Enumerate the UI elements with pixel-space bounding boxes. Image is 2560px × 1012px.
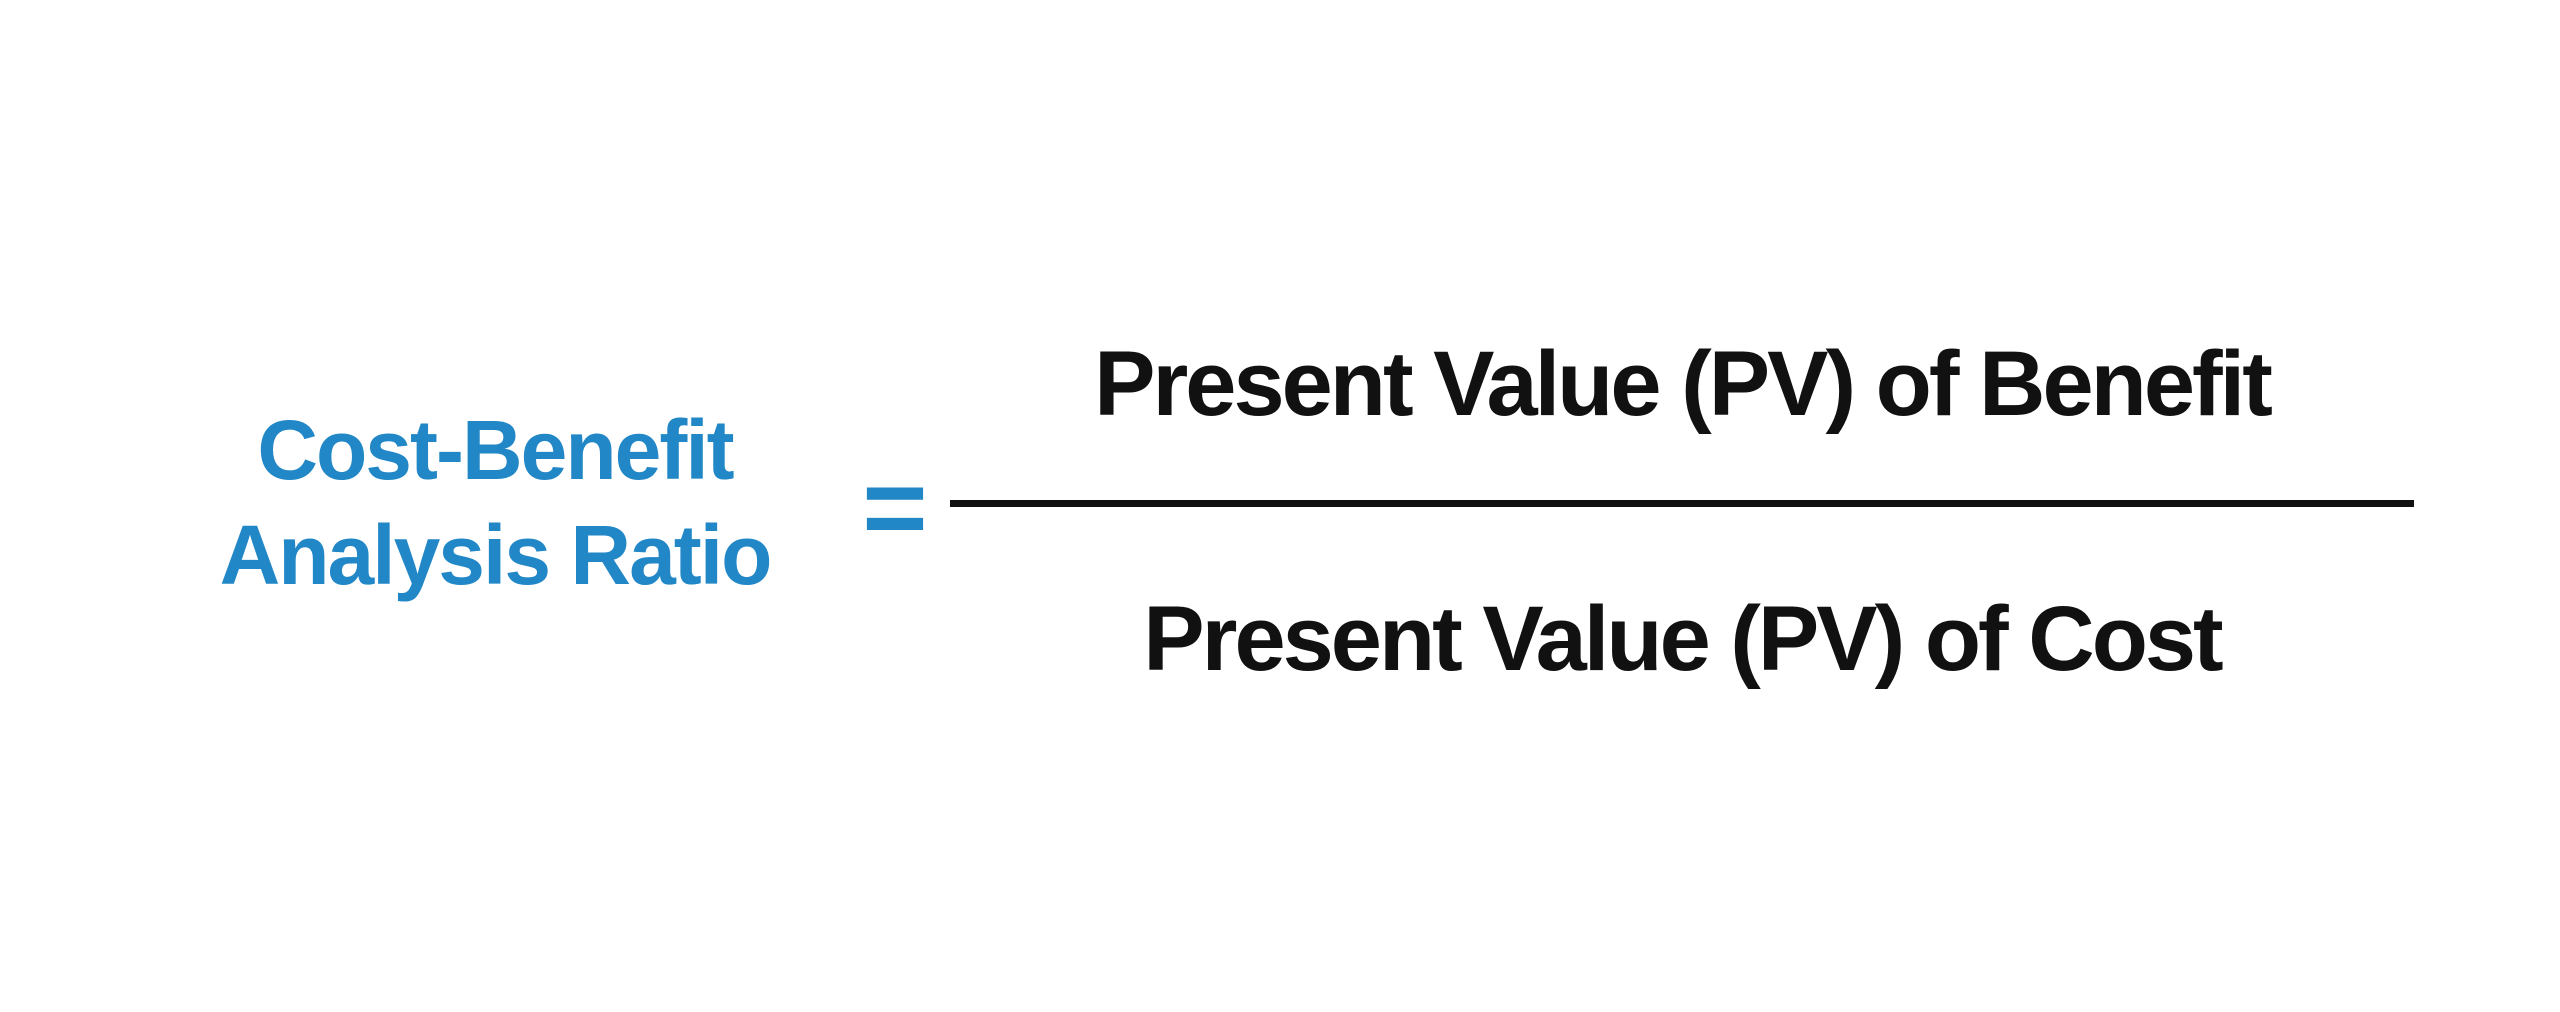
formula-title: Cost-Benefit Analysis Ratio (100, 398, 890, 608)
fraction-denominator: Present Value (PV) of Cost (1143, 588, 2223, 690)
fraction-numerator: Present Value (PV) of Benefit (1094, 333, 2273, 435)
fraction: Present Value (PV) of Benefit Present Va… (950, 338, 2414, 685)
equals-sign: = (862, 445, 928, 570)
formula-title-line1: Cost-Benefit (257, 403, 734, 497)
fraction-bar (950, 500, 2414, 507)
formula-title-line2: Analysis Ratio (219, 508, 773, 602)
